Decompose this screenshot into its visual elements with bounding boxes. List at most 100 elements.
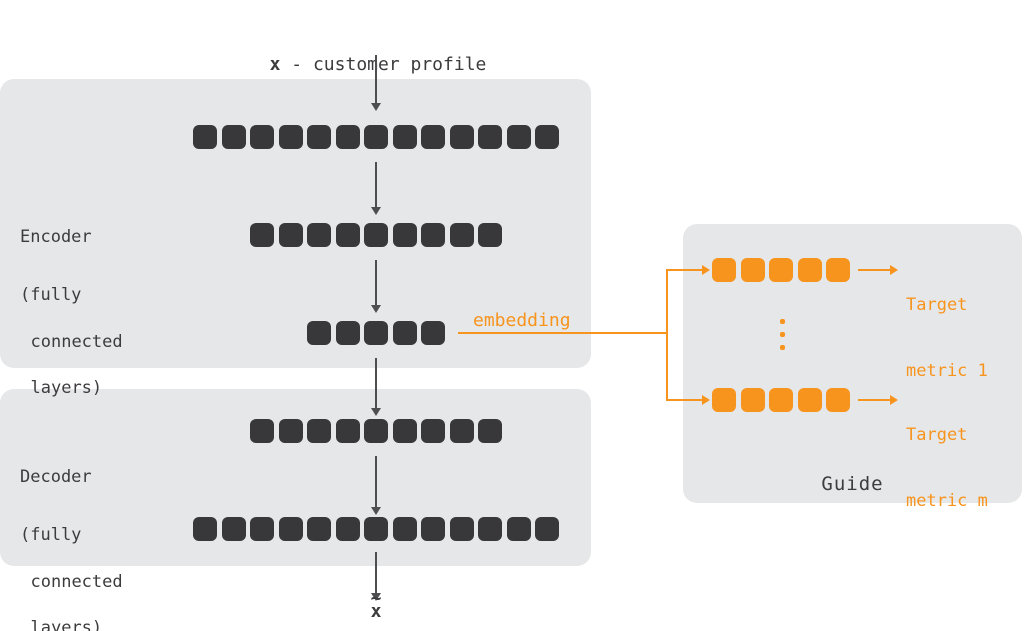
unit-square xyxy=(392,321,417,345)
unit-square xyxy=(392,223,417,247)
unit-square xyxy=(712,388,736,412)
unit-square xyxy=(449,125,474,149)
ellipsis-dot xyxy=(780,332,785,337)
unit-square xyxy=(826,258,850,282)
unit-square xyxy=(278,419,303,443)
unit-square xyxy=(221,125,246,149)
unit-square xyxy=(335,517,360,541)
embedding-line xyxy=(458,332,667,334)
encoder-subtitle-line2: connected xyxy=(30,331,123,352)
embedding-label: embedding xyxy=(473,310,571,331)
ellipsis-dot xyxy=(780,319,785,324)
unit-square xyxy=(478,125,502,149)
ellipsis-dot xyxy=(780,345,785,350)
unit-square xyxy=(364,419,388,443)
output-variable-label: ~ x xyxy=(370,588,382,622)
unit-square xyxy=(421,321,445,345)
unit-square xyxy=(307,321,331,345)
unit-square xyxy=(478,419,502,443)
unit-square xyxy=(335,125,360,149)
decoder-layer-1 xyxy=(250,419,502,443)
unit-square xyxy=(712,258,736,282)
unit-square xyxy=(392,125,417,149)
unit-square xyxy=(449,419,474,443)
encoder-subtitle-line1: (fully xyxy=(20,285,82,305)
unit-square xyxy=(506,517,531,541)
decoder-layer-2 xyxy=(193,517,559,541)
unit-square xyxy=(797,388,822,412)
target-metric-m-line2: metric m xyxy=(906,491,988,511)
arrow-encoder-layer1-to-layer2 xyxy=(370,162,381,215)
arrow-input-to-encoder xyxy=(370,55,381,111)
arrow-guide-layer2-to-metricm xyxy=(858,394,898,405)
target-metric-1-line1: Target xyxy=(906,295,968,315)
encoder-embedding-layer xyxy=(307,321,445,345)
unit-square xyxy=(307,125,331,149)
input-variable: x xyxy=(269,54,281,75)
guide-layer-2 xyxy=(712,388,850,412)
unit-square xyxy=(769,258,793,282)
unit-square xyxy=(449,517,474,541)
unit-square xyxy=(364,321,388,345)
arrow-embedding-to-decoder xyxy=(370,358,381,416)
unit-square xyxy=(478,223,502,247)
guide-layer-1 xyxy=(712,258,850,282)
unit-square xyxy=(250,517,274,541)
unit-square xyxy=(769,388,793,412)
unit-square xyxy=(421,419,445,443)
unit-square xyxy=(535,517,559,541)
encoder-layer-1 xyxy=(193,125,559,149)
unit-square xyxy=(364,223,388,247)
encoder-layer-2 xyxy=(250,223,502,247)
input-label-line1: x - customer profile xyxy=(237,52,519,78)
target-metric-m-label: Target metric m xyxy=(906,380,988,556)
unit-square xyxy=(421,223,445,247)
unit-square xyxy=(307,517,331,541)
unit-square xyxy=(278,517,303,541)
unit-square xyxy=(740,258,765,282)
guide-panel xyxy=(683,224,1022,503)
unit-square xyxy=(392,517,417,541)
unit-square xyxy=(364,125,388,149)
unit-square xyxy=(250,125,274,149)
unit-square xyxy=(335,419,360,443)
arrow-encoder-layer2-to-embedding xyxy=(370,260,381,313)
arrow-guide-layer1-to-metric1 xyxy=(858,264,898,275)
unit-square xyxy=(392,419,417,443)
arrow-decoder-to-output xyxy=(370,552,381,601)
guide-title: Guide xyxy=(821,473,884,495)
decoder-subtitle-line2: connected xyxy=(30,571,123,592)
output-variable: x xyxy=(370,601,382,622)
encoder-title: Encoder xyxy=(20,227,92,247)
unit-square xyxy=(535,125,559,149)
unit-square xyxy=(307,419,331,443)
decoder-title: Decoder xyxy=(20,467,92,487)
unit-square xyxy=(335,321,360,345)
unit-square xyxy=(449,223,474,247)
unit-square xyxy=(506,125,531,149)
unit-square xyxy=(250,223,274,247)
target-metric-1-line2: metric 1 xyxy=(906,361,988,381)
unit-square xyxy=(307,223,331,247)
unit-square xyxy=(221,517,246,541)
unit-square xyxy=(278,223,303,247)
unit-square xyxy=(364,517,388,541)
decoder-subtitle-line3: layers) xyxy=(30,618,103,631)
output-tilde: ~ xyxy=(370,588,382,609)
input-description: - customer profile xyxy=(280,54,487,75)
target-metric-m-line1: Target xyxy=(906,425,968,445)
decoder-subtitle-line1: (fully xyxy=(20,525,82,545)
decoder-subtitle: (fully connected layers) xyxy=(20,497,123,631)
unit-square xyxy=(193,125,217,149)
target-metric-1-label: Target metric 1 xyxy=(906,250,988,426)
unit-square xyxy=(278,125,303,149)
guide-branch-line xyxy=(666,269,668,401)
arrow-branch-to-guide-layer2 xyxy=(667,394,710,405)
arrow-branch-to-guide-layer1 xyxy=(667,264,710,275)
unit-square xyxy=(740,388,765,412)
unit-square xyxy=(335,223,360,247)
encoder-subtitle: (fully connected layers) xyxy=(20,257,123,428)
vertical-ellipsis-icon xyxy=(780,319,785,350)
unit-square xyxy=(826,388,850,412)
